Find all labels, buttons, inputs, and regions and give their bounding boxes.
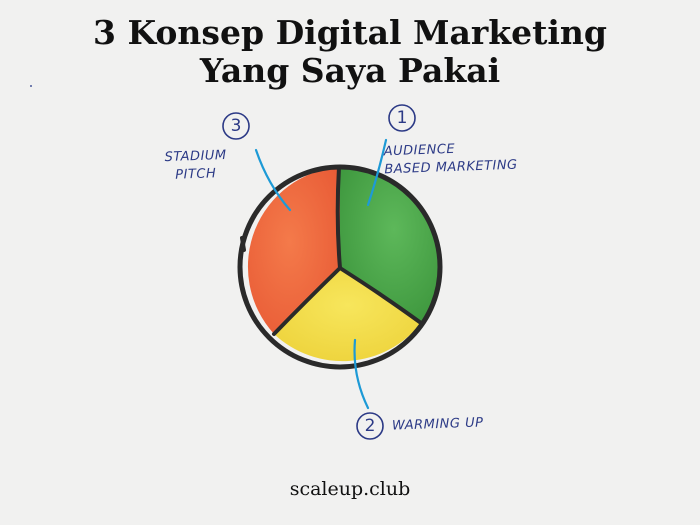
footer-site-name: scaleup.club <box>289 478 411 500</box>
connector-line-1 <box>366 138 388 207</box>
page-title: 3 Konsep Digital Marketing Yang Saya Pak… <box>0 14 700 90</box>
connector-line-3 <box>254 148 292 212</box>
stray-dot <box>30 85 32 87</box>
title-line-1: 3 Konsep Digital Marketing <box>93 13 607 52</box>
label-warming-up: WARMING UP <box>392 414 484 435</box>
label-audience-based-marketing: AUDIENCE BASED MARKETING <box>383 139 518 180</box>
segment-number-3: 3 <box>230 116 242 136</box>
pie-divider-left <box>272 266 342 336</box>
number-circle-1 <box>388 104 416 132</box>
label-line: WARMING UP <box>391 415 484 434</box>
pie-outline-tick <box>240 236 246 252</box>
label-line: PITCH <box>175 166 217 183</box>
number-circle-3 <box>222 112 250 140</box>
label-line: STADIUM <box>164 147 227 166</box>
label-stadium-pitch: STADIUM PITCH <box>164 147 227 185</box>
pie-divider-right <box>338 266 423 325</box>
pie-segment-stadium-pitch <box>247 167 340 334</box>
pie-segment-warming-up <box>274 268 421 362</box>
segment-number-2: 2 <box>364 416 376 436</box>
pie-divider-top <box>335 165 342 270</box>
connector-line-2 <box>353 338 370 410</box>
number-circle-2 <box>356 412 384 440</box>
title-line-2: Yang Saya Pakai <box>199 51 501 90</box>
segment-number-1: 1 <box>396 108 408 128</box>
